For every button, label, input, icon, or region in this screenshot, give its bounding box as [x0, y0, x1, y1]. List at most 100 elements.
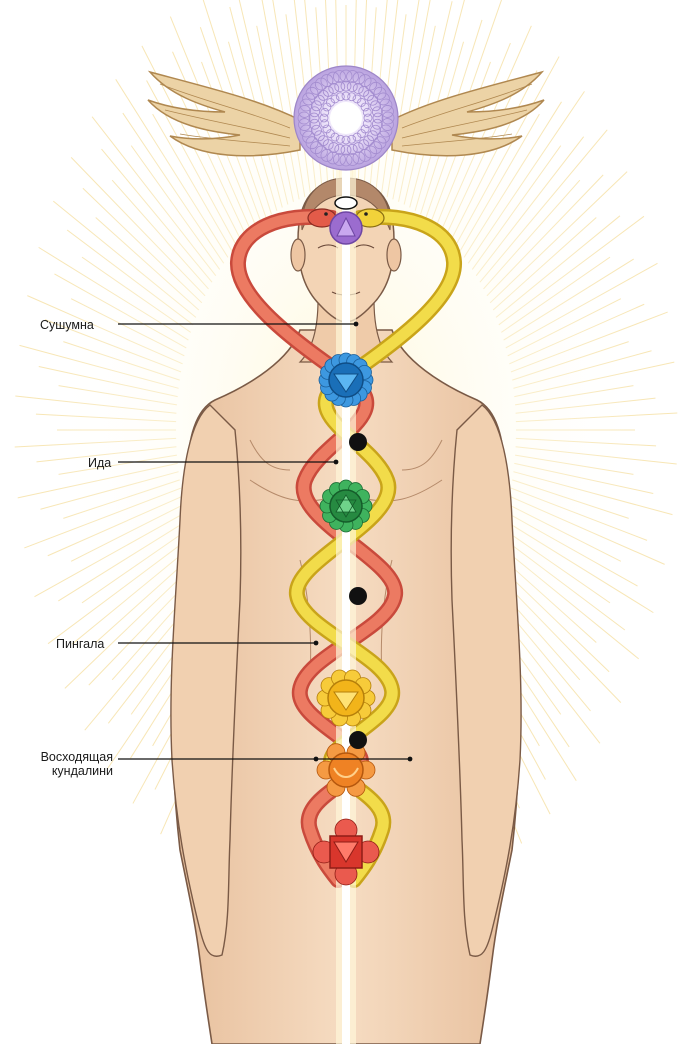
crown-petal	[326, 151, 340, 165]
crown-petal	[362, 107, 372, 117]
crown-petal	[381, 111, 395, 125]
heart-chakra	[319, 479, 373, 533]
crown-petal	[373, 136, 387, 150]
crown-petal	[347, 134, 357, 144]
crown-petal	[352, 142, 364, 153]
crown-petal	[330, 94, 340, 104]
label-ida: Ида	[88, 456, 112, 470]
crown-petal	[311, 124, 322, 136]
crown-petal	[381, 118, 394, 131]
crown-petal	[346, 143, 358, 155]
crown-petal	[334, 143, 346, 155]
crown-petal	[308, 112, 320, 124]
crown-petal	[309, 81, 323, 95]
crown-petal	[352, 132, 362, 142]
crown-petal	[352, 94, 362, 104]
crown-petal	[372, 112, 384, 124]
crown-petal	[320, 74, 334, 87]
crown-petal	[328, 142, 340, 153]
crown-petal	[346, 70, 359, 83]
sacral-chakra	[316, 743, 376, 797]
crown-petal	[370, 100, 381, 112]
crown-petal	[335, 92, 345, 102]
crown-petal	[298, 105, 311, 118]
crown-petal	[363, 113, 373, 123]
crown-petal	[322, 102, 332, 112]
crown-petal	[309, 118, 321, 130]
crown-petal	[369, 141, 383, 155]
leader-lines	[118, 323, 410, 760]
crown-petal	[339, 153, 353, 167]
crown-petal	[352, 83, 364, 94]
crown-petal	[299, 124, 313, 138]
crown-petal	[360, 124, 370, 134]
crown-petal	[339, 69, 353, 83]
knot-lower	[349, 731, 367, 749]
crown-petal	[302, 130, 315, 144]
crown-petal	[371, 118, 383, 130]
crown-petal	[357, 129, 366, 138]
crown-petal	[340, 80, 352, 92]
crown-petal	[305, 86, 319, 100]
left-ear	[290, 238, 306, 272]
crown-petal	[326, 71, 340, 85]
yellow-serpent-eye	[364, 212, 368, 216]
crown-petal	[362, 119, 372, 129]
crown-petal	[370, 124, 381, 136]
right-wing	[391, 70, 545, 157]
crown-petal	[314, 145, 328, 159]
crown-petal	[381, 105, 394, 118]
red-serpent-eye	[324, 212, 328, 216]
crown-petal	[360, 102, 370, 112]
knot-middle	[349, 587, 367, 605]
crown-petal	[297, 111, 311, 125]
crown-petal	[335, 134, 345, 144]
crown-petal	[371, 106, 383, 118]
crown-petal	[320, 119, 330, 129]
sushumna-channel	[342, 150, 350, 1044]
crown-petal	[311, 100, 322, 112]
crown-petal	[352, 151, 366, 165]
crown-petal	[377, 92, 390, 106]
crown-chakra	[293, 65, 399, 171]
throat-chakra	[318, 352, 374, 408]
crown-petal	[341, 135, 351, 145]
crown-petal	[326, 98, 335, 107]
crown-petal	[352, 71, 366, 85]
leader-dots	[313, 321, 413, 762]
right-arm	[450, 404, 522, 957]
label-kundalini-line1: Восходящая	[40, 750, 113, 764]
crown-petal	[358, 149, 372, 162]
label-sushumna: Сушумна	[40, 318, 94, 332]
label-kundalini-line2: кундалини	[51, 764, 113, 778]
crown-petal	[379, 124, 393, 138]
label-pingala: Пингала	[56, 637, 105, 651]
crown-petal	[364, 77, 378, 91]
crown-petal	[298, 118, 311, 131]
crown-petal	[334, 81, 346, 93]
crown-petal	[326, 129, 335, 138]
crown-petal	[322, 124, 332, 134]
crown-petal	[346, 153, 359, 166]
left-arm	[170, 404, 242, 957]
root-chakra	[312, 818, 380, 886]
crown-petal	[333, 70, 346, 83]
crown-petal	[379, 98, 393, 112]
third-eye-chakra	[329, 196, 363, 245]
wings	[147, 70, 545, 157]
crown-petal	[328, 83, 340, 94]
crown-petal	[341, 91, 351, 101]
crown-petal	[330, 132, 340, 142]
solar-plexus-chakra	[316, 669, 376, 727]
crown-petal	[369, 81, 383, 95]
crown-petal	[319, 113, 329, 123]
label-ascending-kundalini: Восходящая кундалини	[15, 750, 113, 778]
crown-petal	[320, 107, 330, 117]
knot-upper	[349, 433, 367, 451]
crown-petal	[309, 106, 321, 118]
crown-petal	[309, 141, 323, 155]
left-wing	[147, 70, 301, 157]
crown-petal	[357, 98, 366, 107]
crown-petal	[346, 81, 358, 93]
crown-petal	[299, 98, 313, 112]
